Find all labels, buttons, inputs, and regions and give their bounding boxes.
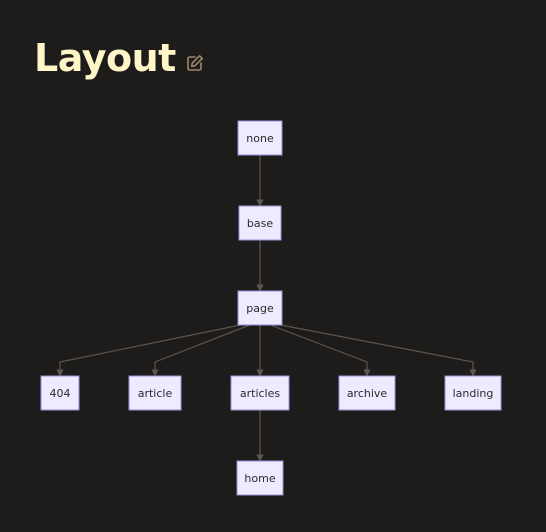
node-archive: archive bbox=[338, 375, 396, 411]
node-base: base bbox=[238, 205, 282, 241]
node-box bbox=[128, 375, 182, 411]
node-label: page bbox=[246, 302, 274, 315]
node-label: articles bbox=[240, 387, 281, 400]
edge-page-to-404 bbox=[56, 320, 261, 377]
node-label: 404 bbox=[50, 387, 71, 400]
diagram-nodes: none base page 404 article articles archive lan… bbox=[40, 120, 502, 496]
edge-page-to-landing bbox=[259, 320, 477, 377]
node-article: article bbox=[128, 375, 182, 411]
node-page: page bbox=[237, 290, 283, 326]
edge-page-to-article bbox=[151, 320, 261, 377]
node-home: home bbox=[236, 460, 284, 496]
node-articles: articles bbox=[230, 375, 290, 411]
node-landing: landing bbox=[444, 375, 502, 411]
node-box bbox=[40, 375, 80, 411]
edge-page-to-archive bbox=[259, 320, 371, 377]
node-label: none bbox=[246, 132, 274, 145]
node-label: base bbox=[247, 217, 273, 230]
node-label: article bbox=[138, 387, 173, 400]
node-label: landing bbox=[453, 387, 494, 400]
edit-icon bbox=[186, 55, 203, 71]
node-box bbox=[238, 205, 282, 241]
edit-button[interactable] bbox=[186, 54, 204, 72]
node-404: 404 bbox=[40, 375, 80, 411]
page-header: Layout bbox=[34, 34, 204, 82]
diagram-edges bbox=[56, 155, 477, 462]
node-box bbox=[237, 120, 283, 156]
node-label: archive bbox=[347, 387, 388, 400]
node-none: none bbox=[237, 120, 283, 156]
node-box bbox=[237, 290, 283, 326]
node-box bbox=[236, 460, 284, 496]
node-box bbox=[444, 375, 502, 411]
page-title: Layout bbox=[34, 36, 176, 80]
node-label: home bbox=[244, 472, 275, 485]
node-box bbox=[230, 375, 290, 411]
node-box bbox=[338, 375, 396, 411]
